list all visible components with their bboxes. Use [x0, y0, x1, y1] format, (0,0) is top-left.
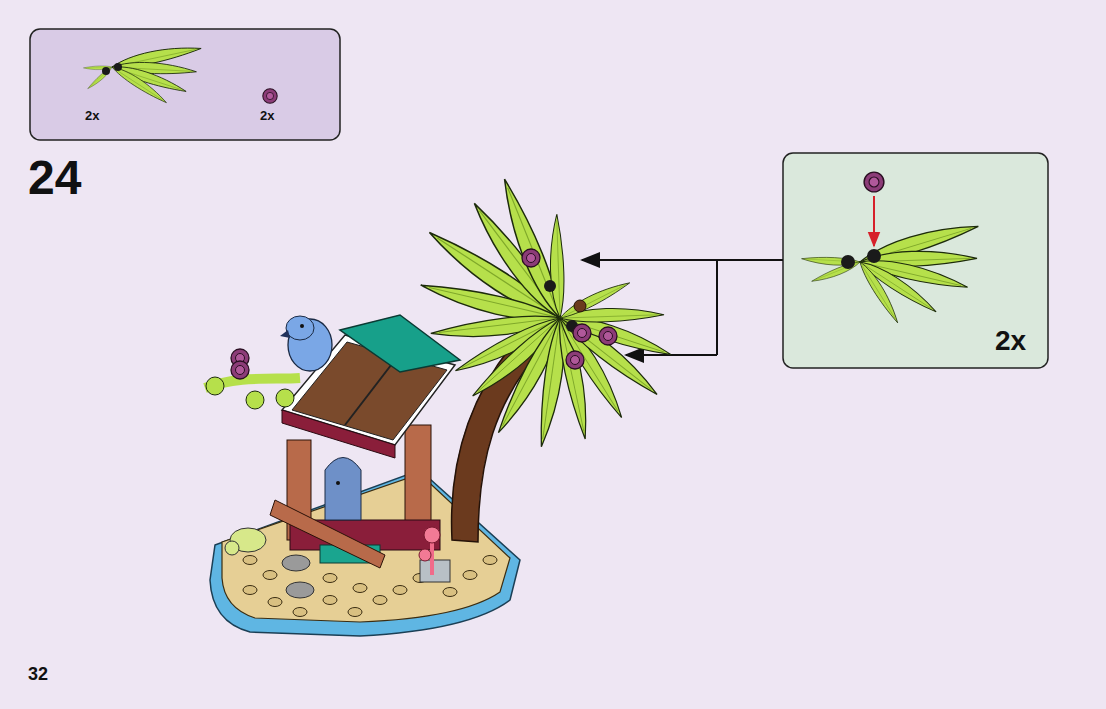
quantity-label: 2x — [85, 109, 99, 122]
callout-box: 2x — [783, 153, 1048, 368]
page-number: 32 — [28, 665, 48, 683]
quantity-label: 2x — [260, 109, 274, 122]
quantity-label: 2x — [995, 327, 1026, 355]
step-number: 24 — [28, 154, 81, 202]
parts-box: 2x 2x — [30, 29, 340, 140]
